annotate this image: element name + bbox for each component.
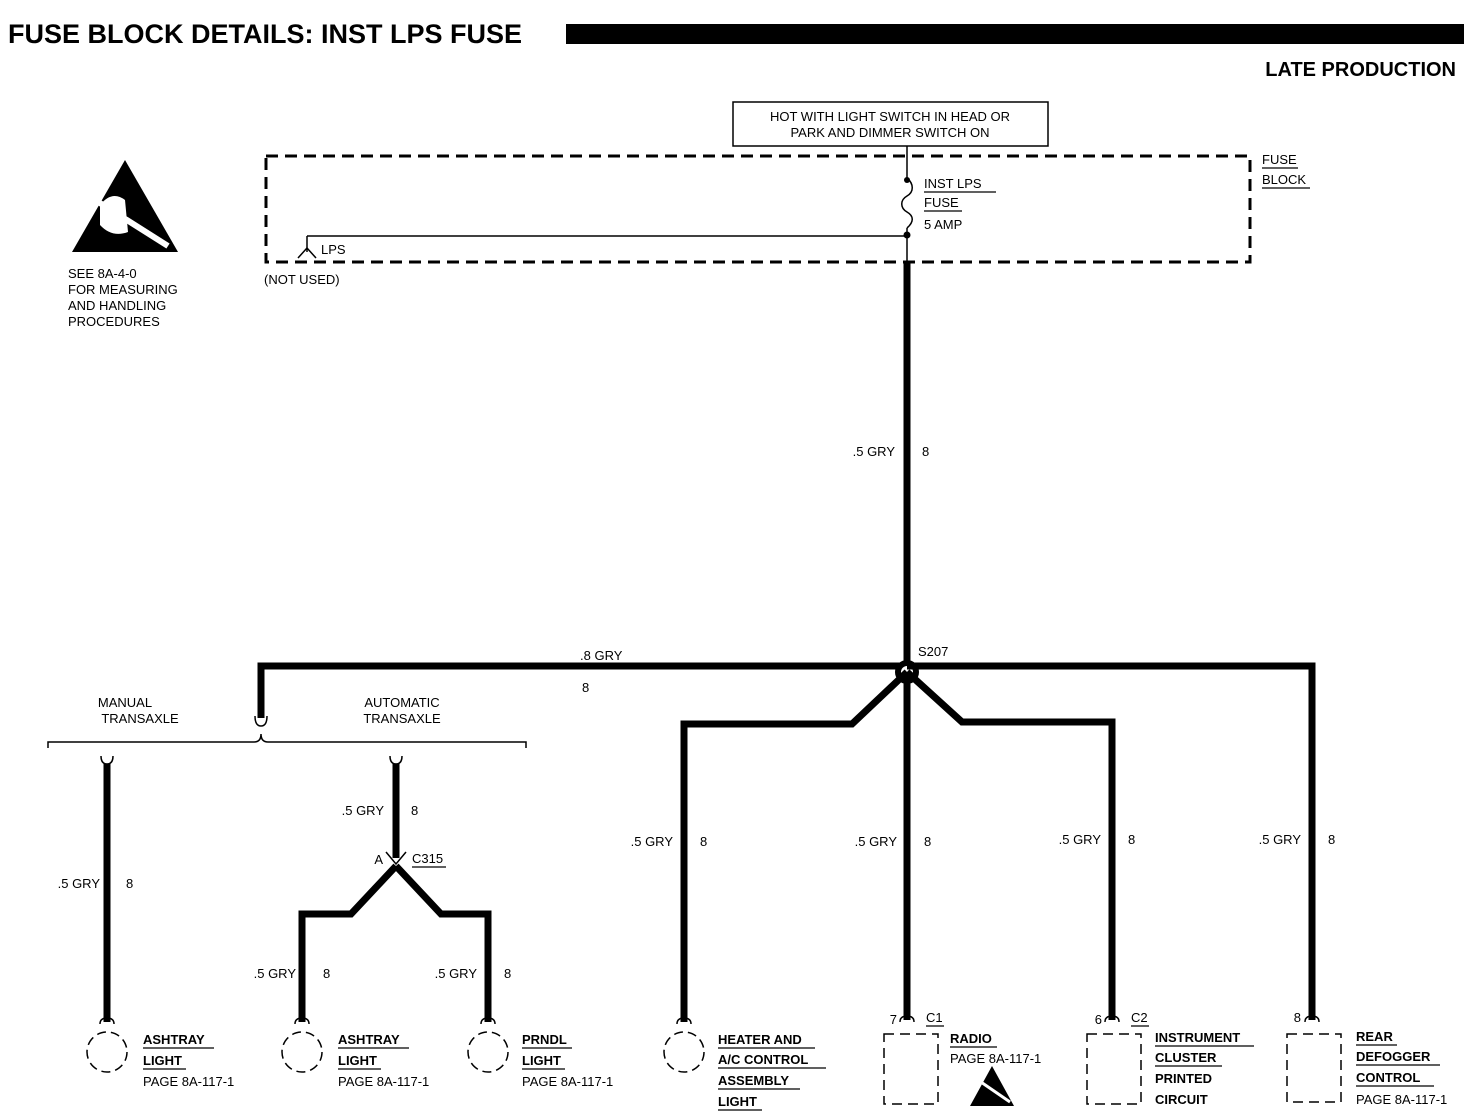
ashtray-auto-page: PAGE 8A-117-1 (338, 1074, 429, 1089)
ashtray-auto-l2: LIGHT (338, 1053, 377, 1068)
radio-page: PAGE 8A-117-1 (950, 1051, 1041, 1066)
heater-gauge: .5 GRY (631, 834, 674, 849)
radio-l1: RADIO (950, 1031, 992, 1046)
ashtray-manual-l1: ASHTRAY (143, 1032, 205, 1047)
heater-bulb-icon (663, 1017, 705, 1073)
esd-note-line4: PROCEDURES (68, 314, 160, 329)
auto-transaxle-2: TRANSAXLE (363, 711, 441, 726)
not-used-label: (NOT USED) (264, 272, 340, 287)
fuse-name: INST LPS (924, 176, 982, 191)
fuse-word: FUSE (924, 195, 959, 210)
heater-circuit: 8 (700, 834, 707, 849)
title-rule (566, 24, 1464, 44)
auto-ashtray-gauge: .5 GRY (254, 966, 297, 981)
hot-at-box (732, 101, 1049, 147)
radio-module-box (883, 1033, 939, 1105)
cluster-wire (904, 669, 1116, 1020)
prndl-page: PAGE 8A-117-1 (522, 1074, 613, 1089)
ashtray-manual-page: PAGE 8A-117-1 (143, 1074, 234, 1089)
ashtray-manual-bulb-icon (86, 1017, 128, 1073)
hot-at-line2: PARK AND DIMMER SWITCH ON (790, 125, 989, 140)
cluster-gauge: .5 GRY (1059, 832, 1102, 847)
manual-transaxle-2: TRANSAXLE (101, 711, 179, 726)
page-title: FUSE BLOCK DETAILS: INST LPS FUSE (8, 19, 522, 49)
manual-ashtray-gauge: .5 GRY (58, 876, 101, 891)
fuse-block-label2: BLOCK (1262, 172, 1306, 187)
c315-id: C315 (412, 851, 443, 866)
main-wire-gauge: .5 GRY (853, 444, 896, 459)
ashtray-auto-l1: ASHTRAY (338, 1032, 400, 1047)
heater-l1: HEATER AND (718, 1032, 802, 1047)
defogger-page: PAGE 8A-117-1 (1356, 1092, 1447, 1107)
manual-transaxle-1: MANUAL (98, 695, 152, 710)
auto-ashtray-circuit: 8 (323, 966, 330, 981)
prndl-l2: LIGHT (522, 1053, 561, 1068)
prndl-circuit: 8 (504, 966, 511, 981)
cluster-connector: C2 (1131, 1010, 1148, 1025)
fuse-block-label1: FUSE (1262, 152, 1297, 167)
lps-terminal-icon (297, 246, 317, 259)
defogger-pin: 8 (1294, 1010, 1301, 1025)
left-branch-circuit: 8 (582, 680, 589, 695)
main-wire-circuit: 8 (922, 444, 929, 459)
c315-pin: A (374, 852, 383, 867)
defogger-circuit: 8 (1328, 832, 1335, 847)
esd-note-line3: AND HANDLING (68, 298, 166, 313)
prndl-bulb-icon (467, 1017, 509, 1073)
fuse-block-outline (264, 154, 1252, 264)
radio-pin: 7 (890, 1012, 897, 1027)
defogger-module-box (1286, 1033, 1342, 1103)
cluster-l4: CIRCUIT (1155, 1092, 1208, 1107)
heater-l3: ASSEMBLY (718, 1073, 789, 1088)
esd-note-line1: SEE 8A-4-0 (68, 266, 137, 281)
cluster-circuit: 8 (1128, 832, 1135, 847)
esd-note-line2: FOR MEASURING (68, 282, 178, 297)
auto-transaxle-1: AUTOMATIC (364, 695, 439, 710)
prndl-l1: PRNDL (522, 1032, 567, 1047)
manual-ashtray-circuit: 8 (126, 876, 133, 891)
defogger-wire (907, 662, 1316, 1020)
transaxle-bracket (47, 733, 527, 748)
defogger-l3: CONTROL (1356, 1070, 1420, 1085)
defogger-l1: REAR (1356, 1029, 1393, 1044)
ashtray-manual-l2: LIGHT (143, 1053, 182, 1068)
c315-connector-icon (385, 851, 407, 866)
heater-wire (680, 669, 910, 1022)
left-branch-wire (257, 662, 900, 718)
production-label: LATE PRODUCTION (1265, 59, 1456, 81)
radio-circuit: 8 (924, 834, 931, 849)
auto-ashtray-wire (298, 863, 399, 1022)
heater-l4: LIGHT (718, 1094, 757, 1109)
radio-connector: C1 (926, 1010, 943, 1025)
ashtray-auto-bulb-icon (281, 1017, 323, 1073)
heater-l2: A/C CONTROL (718, 1052, 808, 1067)
defogger-l2: DEFOGGER (1356, 1049, 1431, 1064)
cluster-l2: CLUSTER (1155, 1050, 1217, 1065)
radio-gauge: .5 GRY (855, 834, 898, 849)
cluster-l1: INSTRUMENT (1155, 1030, 1240, 1045)
defogger-gauge: .5 GRY (1259, 832, 1302, 847)
prndl-wire (393, 863, 492, 1022)
esd-warning-icon (72, 160, 178, 252)
fuse-symbol-icon (901, 177, 913, 229)
left-branch-gauge: .8 GRY (580, 648, 623, 663)
cluster-pin: 6 (1095, 1012, 1102, 1027)
fuse-rating: 5 AMP (924, 217, 962, 232)
lps-label: LPS (321, 242, 346, 257)
hot-at-line1: HOT WITH LIGHT SWITCH IN HEAD OR (770, 109, 1010, 124)
auto-feed-circuit: 8 (411, 803, 418, 818)
splice-id: S207 (918, 644, 948, 659)
auto-feed-gauge: .5 GRY (342, 803, 385, 818)
cluster-l3: PRINTED (1155, 1071, 1212, 1086)
cluster-module-box (1086, 1033, 1142, 1105)
radio-esd-icon (970, 1066, 1014, 1106)
prndl-gauge: .5 GRY (435, 966, 478, 981)
